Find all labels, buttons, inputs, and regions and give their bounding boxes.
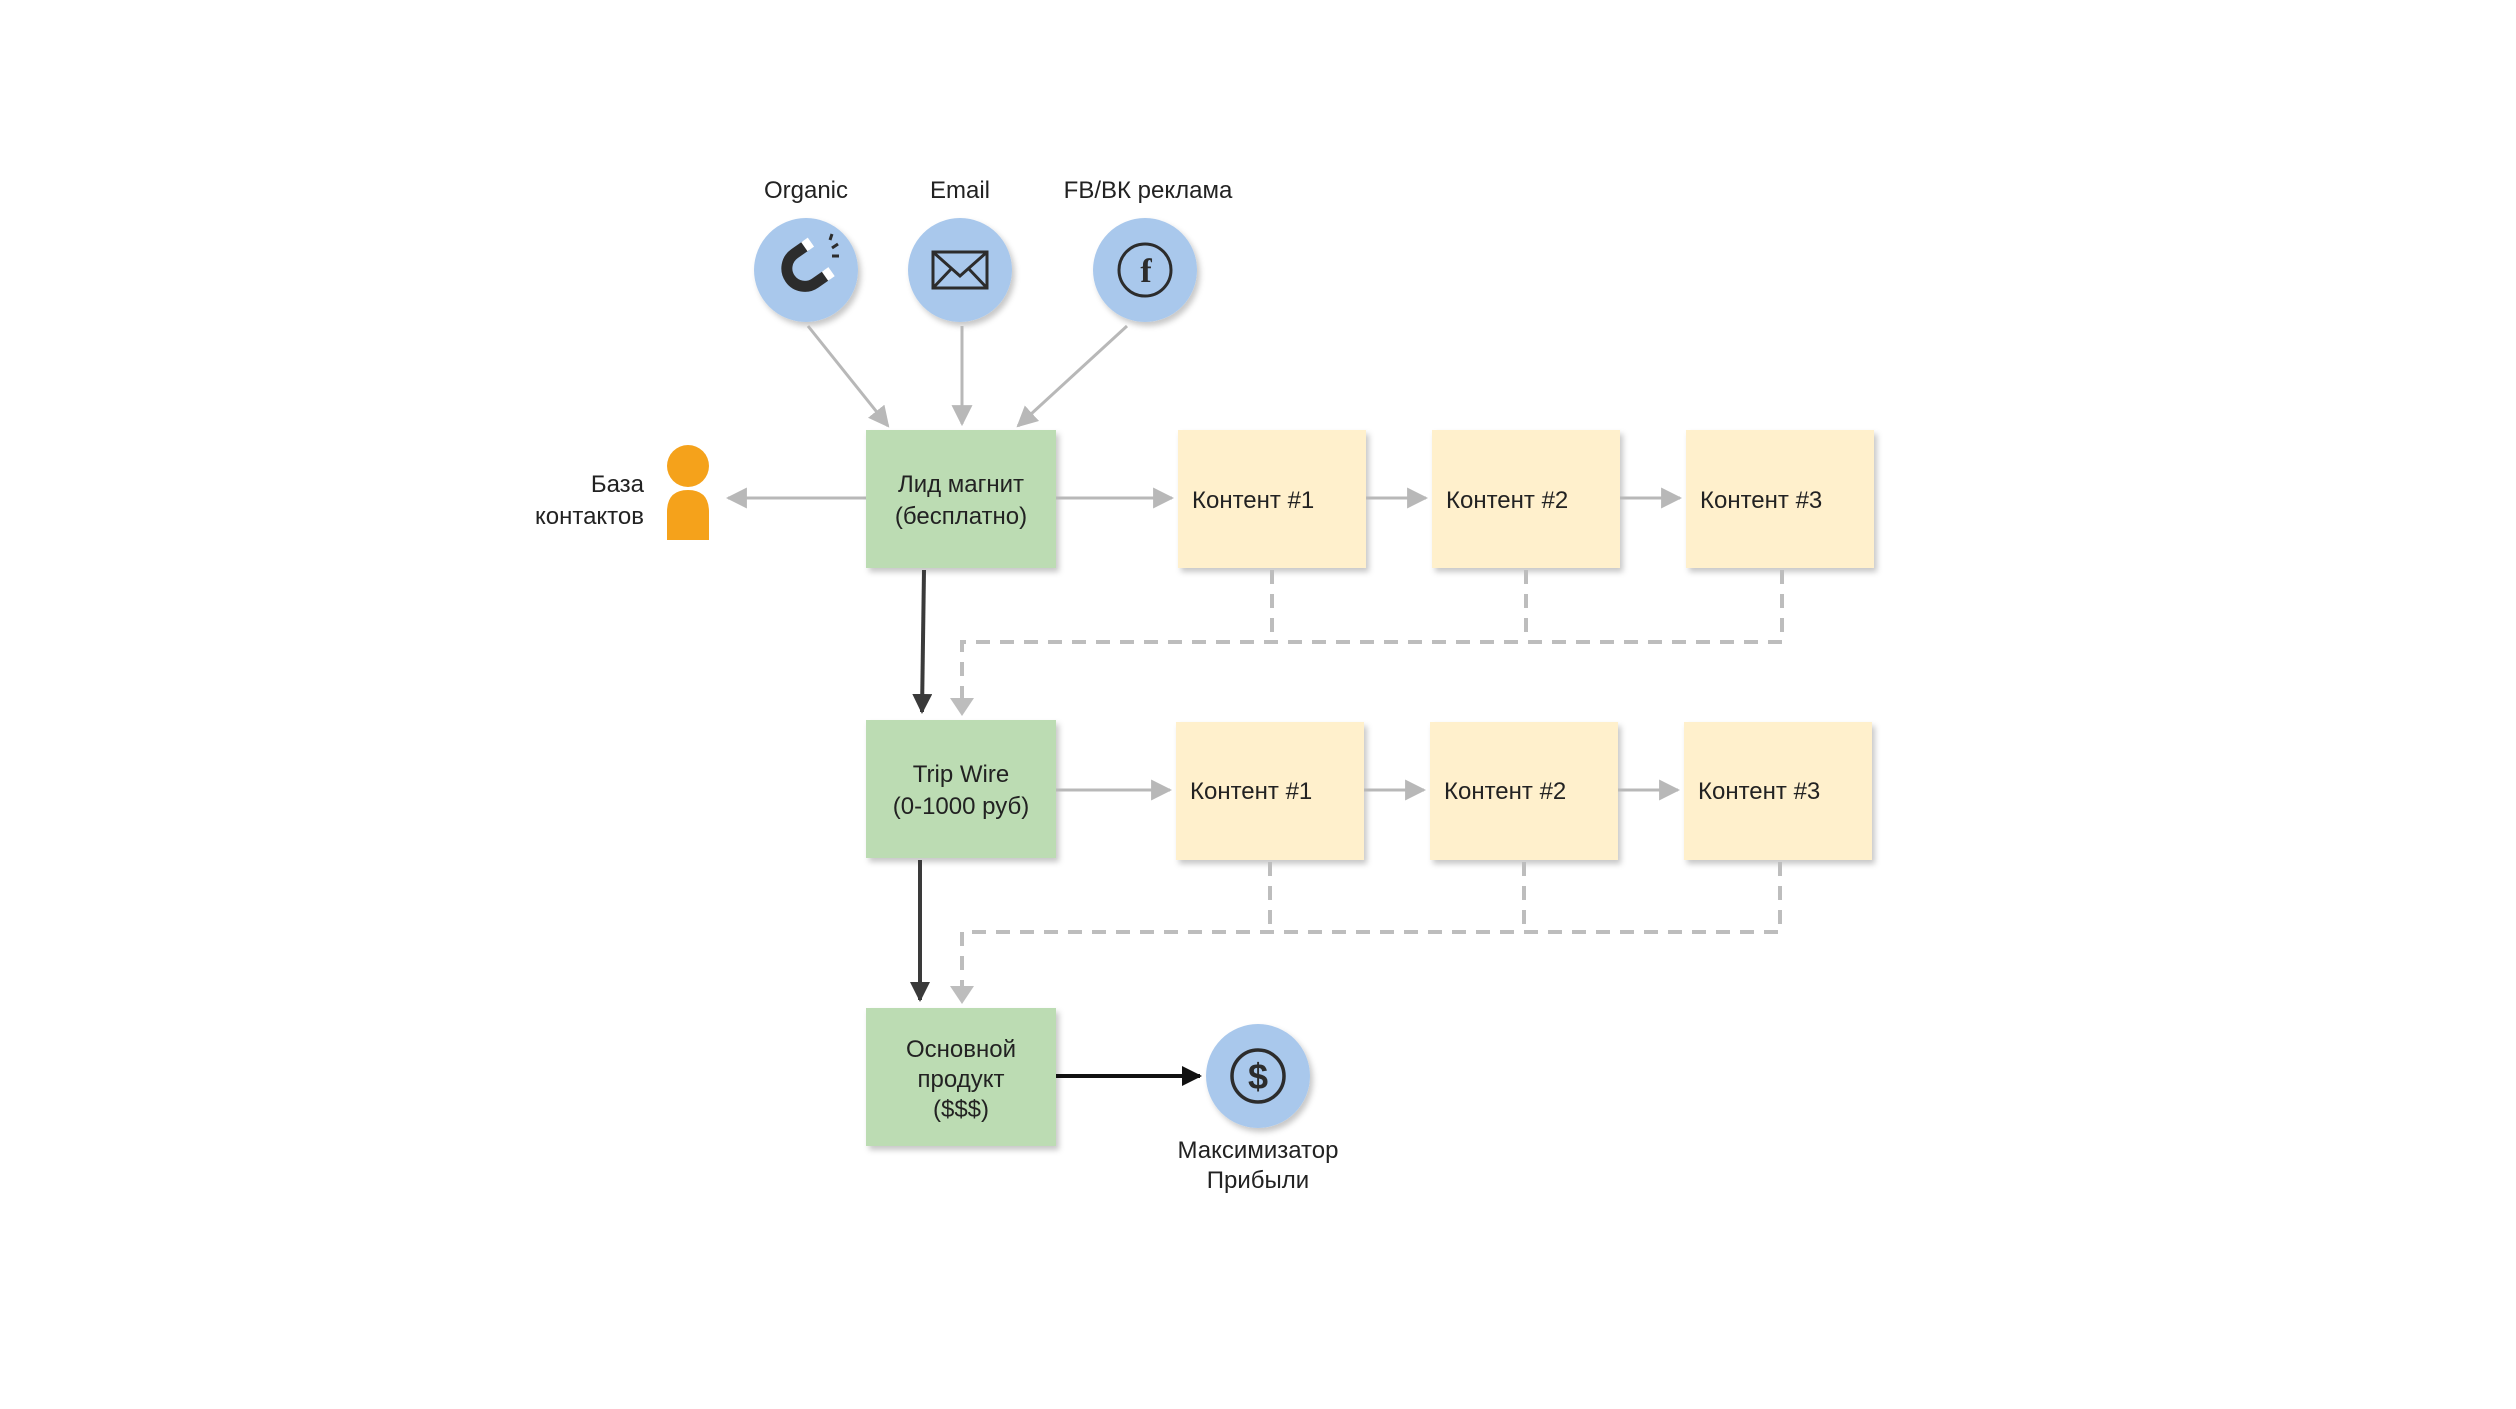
main-product-line2: продукт (918, 1066, 1005, 1093)
arrow-fb-to-lead (1016, 324, 1129, 428)
magnet-icon (781, 233, 839, 292)
dollar-icon: $ (1230, 1048, 1286, 1104)
row2-content-3: Контент #3 (1684, 722, 1872, 860)
svg-text:$: $ (1248, 1056, 1268, 1097)
arrow-lead-to-tripwire (912, 569, 933, 714)
row2-content-1: Контент #1 (1176, 722, 1364, 860)
source-label-organic: Organic (764, 177, 848, 204)
dashed-row1-feedback (960, 570, 1784, 708)
dashed-row2-arrowhead (950, 986, 974, 1004)
row1-content-2-label: Контент #2 (1446, 487, 1568, 514)
source-circle-email (908, 218, 1012, 322)
contacts-label-line2: контактов (535, 503, 644, 530)
dashed-row2-feedback (960, 862, 1782, 996)
source-organic: Organic (754, 177, 858, 322)
source-label-fb-vk: FB/ВК реклама (1064, 177, 1233, 204)
contacts-node: База контактов (535, 445, 709, 540)
envelope-icon (931, 250, 989, 290)
row1-content-1-label: Контент #1 (1192, 487, 1314, 514)
row2-content-2: Контент #2 (1430, 722, 1618, 860)
row2-content-3-label: Контент #3 (1698, 778, 1820, 805)
row1-content-2: Контент #2 (1432, 430, 1620, 568)
source-email: Email (908, 177, 1012, 322)
row2-content-1-label: Контент #1 (1190, 778, 1312, 805)
contacts-label-line1: База (591, 471, 645, 498)
maximizer-label-line1: Максимизатор (1178, 1137, 1339, 1164)
maximizer-node: $ Максимизатор Прибыли (1178, 1024, 1339, 1194)
person-icon (667, 445, 709, 540)
source-fb-vk: FB/ВК реклама f (1064, 177, 1233, 322)
source-circle-fb-vk (1093, 218, 1197, 322)
tripwire-line2: (0-1000 руб) (893, 793, 1029, 820)
source-label-email: Email (930, 177, 990, 204)
main-product-line1: Основной (906, 1036, 1016, 1063)
row2-content-2-label: Контент #2 (1444, 778, 1566, 805)
row1-content-3-label: Контент #3 (1700, 487, 1822, 514)
main-product-line3: ($$$) (933, 1096, 989, 1123)
lead-magnet-box: Лид магнит (бесплатно) (866, 430, 1056, 568)
facebook-icon: f (1117, 242, 1173, 298)
maximizer-circle (1206, 1024, 1310, 1128)
lead-magnet-line1: Лид магнит (898, 471, 1024, 498)
svg-text:f: f (1140, 253, 1152, 290)
dashed-row1-arrowhead (950, 698, 974, 716)
tripwire-line1: Trip Wire (913, 761, 1009, 788)
lead-magnet-line2: (бесплатно) (895, 503, 1027, 530)
tripwire-box: Trip Wire (0-1000 руб) (866, 720, 1056, 858)
source-circle-organic (754, 218, 858, 322)
arrow-organic-to-lead (806, 325, 890, 428)
row1-content-1: Контент #1 (1178, 430, 1366, 568)
main-product-box: Основной продукт ($$$) (866, 1008, 1056, 1146)
maximizer-label-line2: Прибыли (1207, 1167, 1309, 1194)
row1-content-3: Контент #3 (1686, 430, 1874, 568)
